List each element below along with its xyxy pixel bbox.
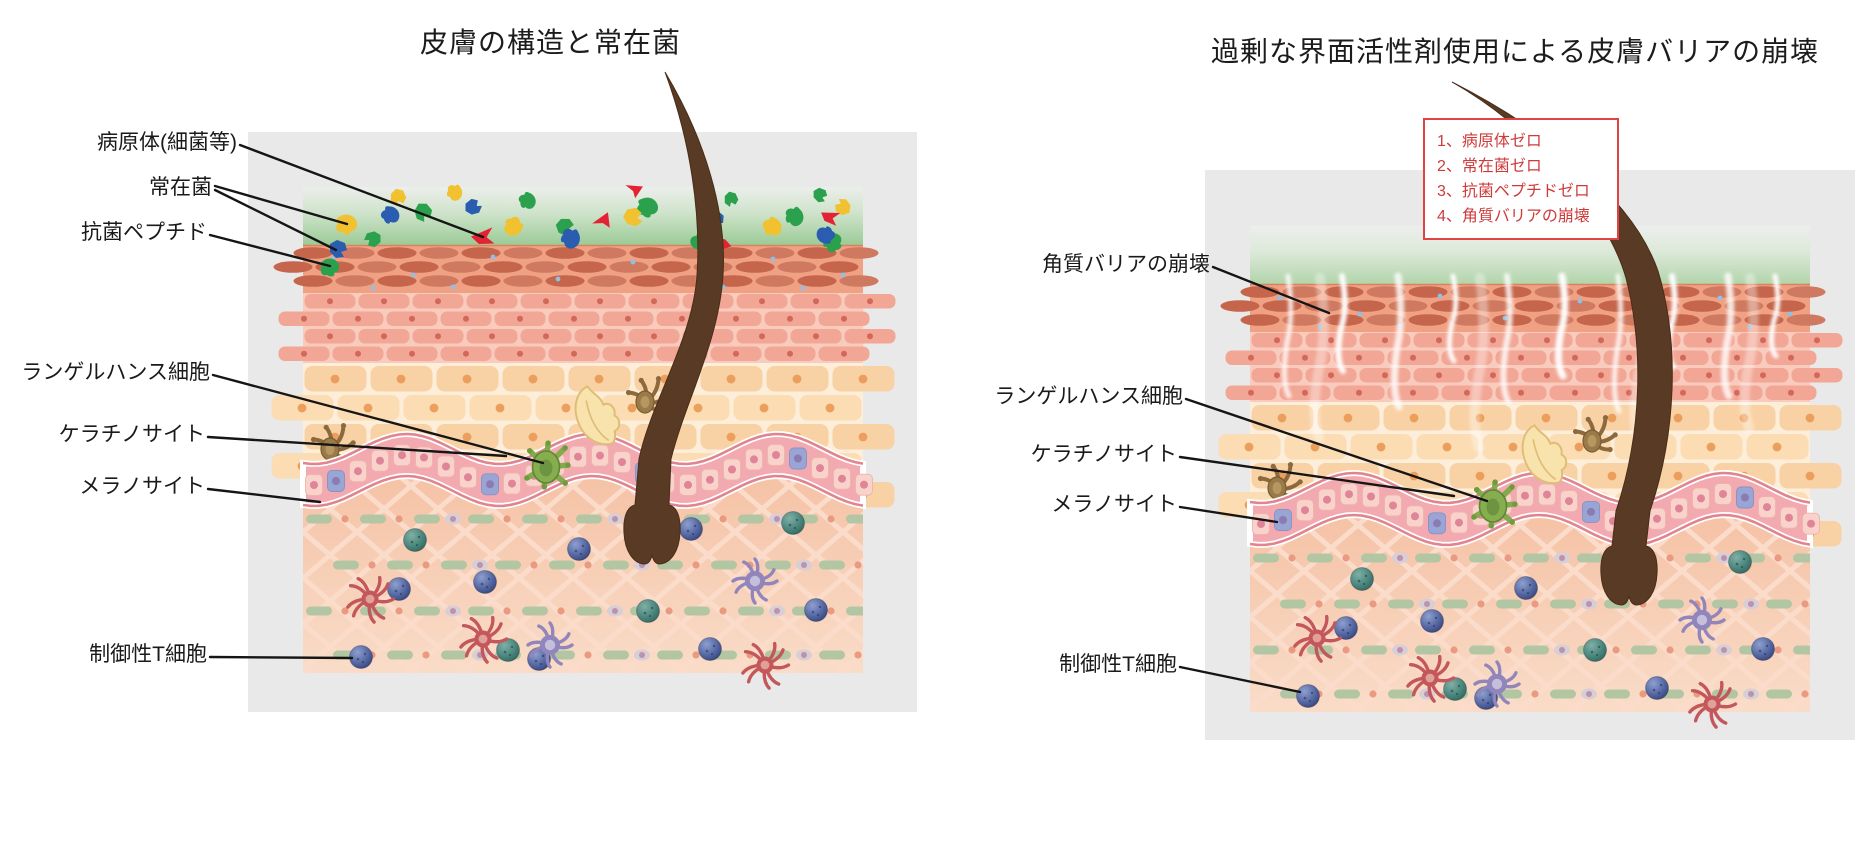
label-resident-bacteria: 常在菌 [149,176,212,199]
label-melanocyte-left: メラノサイト [79,475,205,498]
label-regulatory-t-cell-right: 制御性T細胞 [1059,653,1177,676]
label-pathogen: 病原体(細菌等) [97,131,237,154]
alert-box: 1、病原体ゼロ 2、常在菌ゼロ 3、抗菌ペプチドゼロ 4、角質バリアの崩壊 [1423,118,1619,240]
skin-illustration-healthy [271,71,896,690]
alert-item-pathogen-zero: 1、病原体ゼロ [1437,133,1542,150]
label-melanocyte-right: メラノサイト [1051,493,1177,516]
alert-item-resident-zero: 2、常在菌ゼロ [1437,158,1542,175]
label-keratinocyte-right: ケラチノサイト [1030,443,1177,466]
label-stratum-barrier-collapse: 角質バリアの崩壊 [1042,253,1210,276]
skin-illustration-damaged [1218,81,1843,729]
title-left: 皮膚の構造と常在菌 [420,27,682,58]
label-langerhans-cell-left: ランゲルハンス細胞 [21,361,210,384]
label-langerhans-cell-right: ランゲルハンス細胞 [994,385,1183,408]
alert-item-peptide-zero: 3、抗菌ペプチドゼロ [1437,183,1590,200]
label-keratinocyte-left: ケラチノサイト [58,423,205,446]
alert-item-barrier-collapse: 4、角質バリアの崩壊 [1437,208,1590,225]
label-regulatory-t-cell-left: 制御性T細胞 [89,643,207,666]
title-right: 過剰な界面活性剤使用による皮膚バリアの崩壊 [1211,36,1820,67]
label-antimicrobial-peptide: 抗菌ペプチド [81,221,207,244]
